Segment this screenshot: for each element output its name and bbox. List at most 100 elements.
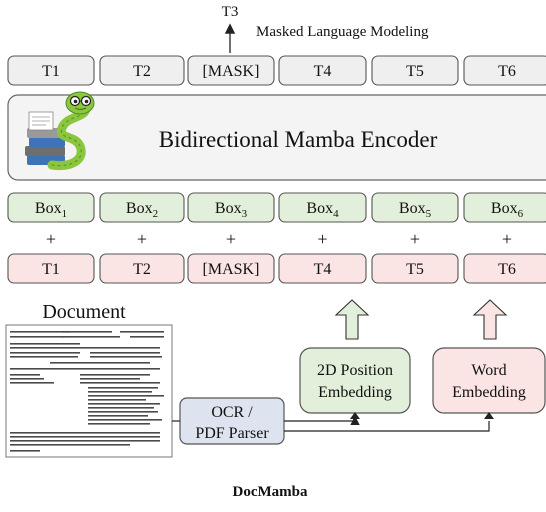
document-text-line <box>88 391 152 393</box>
output-token-box-2 <box>99 55 185 86</box>
document-text-line <box>88 407 154 409</box>
output-token-label-4: T4 <box>314 63 332 80</box>
document-text-line <box>10 336 65 338</box>
document-text-line <box>62 331 112 333</box>
box-token-label-3: Box3 <box>215 200 248 220</box>
position-arrow-head <box>350 412 360 419</box>
input-token-label-4: T4 <box>314 261 332 278</box>
plus-sign-4: + <box>317 229 327 249</box>
output-token-label-6: T6 <box>498 63 516 80</box>
document-text-line <box>10 356 78 358</box>
document-text-line <box>10 440 160 442</box>
input-token-label-2: T2 <box>133 261 151 278</box>
input-token-label-3: [MASK] <box>203 261 260 278</box>
output-token-box-1 <box>7 55 95 86</box>
document-text-line <box>10 347 160 349</box>
document-text-line <box>10 352 80 354</box>
output-token-box-5 <box>371 55 459 86</box>
encoder-label: Bidirectional Mamba Encoder <box>159 127 438 152</box>
output-token-label-5: T5 <box>406 63 424 80</box>
output-token-box-4 <box>278 55 367 86</box>
box-token-box-4 <box>278 192 367 223</box>
task-label: Masked Language Modeling <box>256 24 429 40</box>
input-token-box-2 <box>99 253 185 284</box>
document-text-line <box>90 356 162 358</box>
ocr-label-line1: OCR / <box>211 404 253 421</box>
box-token-label-2: Box2 <box>126 200 158 220</box>
input-token-box-6 <box>463 253 546 284</box>
position-embedding-box <box>299 347 411 414</box>
word-arrow-head <box>484 412 494 419</box>
encoder-block <box>7 94 546 181</box>
document-text-line <box>10 343 80 345</box>
input-token-label-1: T1 <box>42 261 60 278</box>
output-token-box-6 <box>463 55 546 86</box>
document-text-line <box>88 415 148 417</box>
document-text-line <box>130 336 164 338</box>
input-token-label-5: T5 <box>406 261 424 278</box>
ocr-to-word-connector <box>284 421 490 432</box>
input-token-box-4 <box>278 253 367 284</box>
caption: DocMamba <box>233 484 308 500</box>
box-token-box-1 <box>7 192 95 223</box>
box-token-box-6 <box>463 192 546 223</box>
plus-sign-5: + <box>410 229 420 249</box>
plus-sign-2: + <box>137 229 147 249</box>
document-text-line <box>80 374 150 376</box>
box-token-box-3 <box>187 192 275 223</box>
document-text-line <box>120 331 164 333</box>
word-hollow-arrow <box>472 299 508 340</box>
box-token-label-5: Box5 <box>399 200 432 220</box>
input-token-label-6: T6 <box>498 261 516 278</box>
document-text-line <box>10 331 70 333</box>
document-text-line <box>10 382 54 384</box>
document-text-line <box>10 374 40 376</box>
position-hollow-arrow <box>334 299 370 340</box>
document-text-line <box>88 423 150 425</box>
mamba-snake-icon <box>25 91 95 171</box>
document-thumbnail <box>5 324 173 458</box>
box-token-box-2 <box>99 192 185 223</box>
document-text-line <box>10 436 160 438</box>
input-token-box-1 <box>7 253 95 284</box>
input-token-box-5 <box>371 253 459 284</box>
document-label: Document <box>42 301 126 323</box>
document-text-line <box>10 444 130 446</box>
input-token-box-3 <box>187 253 275 284</box>
document-text-line <box>90 352 160 354</box>
box-token-row: Box1 Box2 Box3 Box4 Box5 Box6 <box>7 192 546 223</box>
input-token-row: T1 T2 [MASK] T4 T5 T6 <box>7 253 546 284</box>
document-text-line <box>88 399 146 401</box>
position-embedding-line1: 2D Position <box>317 362 393 379</box>
box-token-box-5 <box>371 192 459 223</box>
document-text-line <box>62 336 120 338</box>
document-text-line <box>10 368 160 370</box>
document-text-line <box>88 403 160 405</box>
document-text-line <box>10 432 160 434</box>
word-embedding-box <box>432 347 546 414</box>
document-text-line <box>88 395 164 397</box>
document-text-line <box>88 411 158 413</box>
output-token-label-3: [MASK] <box>203 63 260 80</box>
document-text-line <box>10 378 44 380</box>
masked-token-label: T3 <box>222 4 239 20</box>
document-text-line <box>10 450 40 452</box>
plus-sign-3: + <box>226 229 236 249</box>
document-text-line <box>88 419 162 421</box>
plus-row: ++++++ <box>46 229 512 249</box>
output-token-row: T1 T2 [MASK] T4 T5 T6 <box>7 55 546 86</box>
word-embedding-line1: Word <box>471 362 506 379</box>
ocr-label-line2: PDF Parser <box>195 425 269 442</box>
word-embedding-line2: Embedding <box>452 384 526 401</box>
box-token-label-1: Box1 <box>35 200 67 220</box>
output-token-label-1: T1 <box>42 63 60 80</box>
document-text-line <box>50 362 150 364</box>
box-token-label-4: Box4 <box>306 200 339 220</box>
document-text-line <box>80 382 160 384</box>
plus-sign-6: + <box>502 229 512 249</box>
document-text-line <box>88 387 158 389</box>
output-token-label-2: T2 <box>133 63 151 80</box>
position-embedding-line2: Embedding <box>318 384 392 401</box>
box-token-label-6: Box6 <box>491 200 524 220</box>
